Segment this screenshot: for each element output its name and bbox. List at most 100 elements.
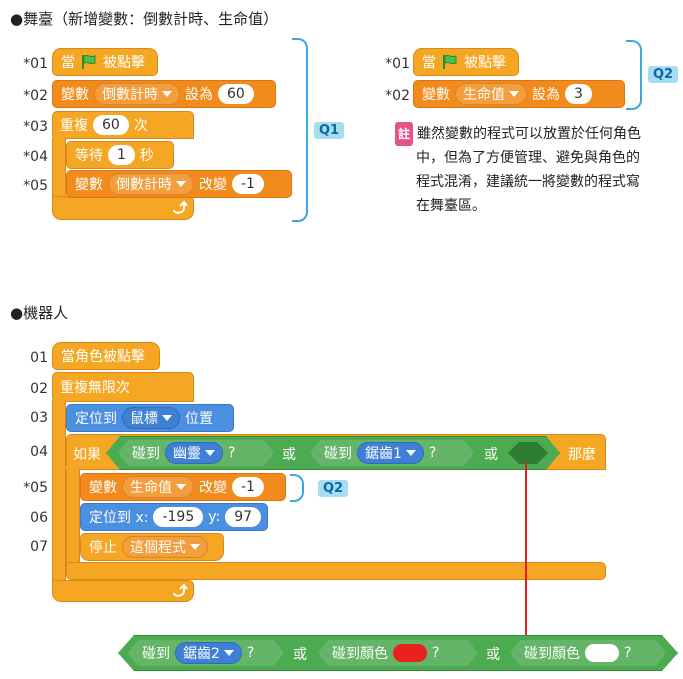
q2-bracket: [290, 474, 304, 502]
repeat-count-input[interactable]: 60: [93, 115, 129, 135]
chevron-down-icon: [205, 450, 215, 456]
q2-bracket: [626, 40, 642, 110]
question-mark: ?: [624, 645, 632, 661]
variable-label: 變數: [422, 87, 450, 103]
variable-dropdown[interactable]: 倒數計時: [94, 83, 180, 105]
touching-color-condition[interactable]: 碰到顏色 ?: [510, 640, 666, 666]
if-label: 如果: [73, 447, 101, 463]
forever-block[interactable]: [52, 372, 194, 402]
touching-color-condition[interactable]: 碰到顏色 ?: [318, 640, 478, 666]
variable-name: 生命值: [130, 480, 172, 496]
position-label: 位置: [185, 411, 213, 427]
goto-xy-block[interactable]: 定位到 x: -195 y: 97: [80, 503, 268, 531]
bullet-icon: ●: [10, 10, 24, 28]
question-mark: ?: [432, 645, 440, 661]
note-line: 雖然變數的程式可以放置於任何角色: [417, 126, 642, 142]
goto-block[interactable]: 定位到 鼠標 位置: [66, 404, 234, 432]
set-variable-block[interactable]: 變數 生命值 設為 3: [413, 80, 625, 108]
stop-block[interactable]: 停止 這個程式: [80, 533, 224, 561]
variable-label: 變數: [61, 87, 89, 103]
touching-color-label: 碰到顏色: [524, 646, 580, 662]
change-value-input[interactable]: -1: [232, 477, 264, 497]
x-input[interactable]: -195: [153, 507, 204, 527]
stage-heading: ●舞臺（新增變數：倒數計時、生命值）: [10, 10, 279, 28]
set-label: 設為: [185, 87, 213, 103]
wait-seconds-input[interactable]: 1: [108, 145, 135, 165]
stop-option-dropdown[interactable]: 這個程式: [122, 536, 208, 558]
variable-dropdown[interactable]: 生命值: [122, 476, 194, 498]
q2-label: Q2: [648, 66, 679, 83]
line-number: *02: [23, 88, 48, 104]
loop-arrow-icon: [173, 200, 188, 214]
clicked-label: 被點擊: [464, 55, 506, 71]
sprite-name: 幽靈: [173, 446, 201, 462]
chevron-down-icon: [406, 450, 416, 456]
seconds-label: 秒: [139, 148, 154, 164]
touching-label: 碰到: [324, 446, 352, 462]
note-tag: 註: [395, 122, 414, 146]
or-label: 或: [282, 447, 296, 463]
when-flag-clicked-block[interactable]: 當 被點擊: [413, 48, 519, 76]
change-value-input[interactable]: -1: [232, 174, 264, 194]
q1-bracket: [292, 38, 308, 222]
touching-label: 碰到: [142, 646, 170, 662]
if-block-foot: [66, 562, 606, 580]
stop-label: 停止: [89, 540, 117, 556]
note-line: 程式混淆，建議統一將變數的程式寫: [416, 174, 640, 190]
touching-color-label: 碰到顏色: [332, 646, 388, 662]
touching-sprite-condition[interactable]: 碰到 幽靈 ?: [118, 440, 274, 466]
when-flag-clicked-block[interactable]: 當 被點擊: [52, 48, 158, 76]
sprite-dropdown[interactable]: 鋸齒1: [357, 442, 424, 464]
loop-arrow-icon: [173, 583, 188, 597]
chevron-down-icon: [509, 91, 519, 97]
variable-name: 倒數計時: [116, 177, 172, 193]
or-label: 或: [293, 647, 307, 663]
white-color-swatch[interactable]: [585, 644, 619, 662]
note: 註雖然變數的程式可以放置於任何角色 中，但為了方便管理、避免與角色的 程式混淆，…: [395, 122, 680, 218]
variable-dropdown[interactable]: 生命值: [455, 83, 527, 105]
goto-x-label: 定位到 x:: [89, 510, 149, 526]
or-label: 或: [484, 447, 498, 463]
change-variable-block[interactable]: 變數 倒數計時 改變 -1: [66, 170, 292, 198]
forever-block-content: 重複無限次: [52, 373, 138, 401]
value-input[interactable]: 3: [565, 84, 592, 104]
line-number: 02: [30, 381, 48, 397]
touching-label: 碰到: [132, 446, 160, 462]
touching-sprite-condition[interactable]: 碰到 鋸齒2 ?: [128, 640, 284, 666]
repeat-block-side: [52, 137, 66, 197]
chevron-down-icon: [176, 181, 186, 187]
touching-sprite-condition[interactable]: 碰到 鋸齒1 ?: [310, 440, 474, 466]
or-label: 或: [486, 647, 500, 663]
wait-block[interactable]: 等待 1 秒: [66, 141, 174, 169]
set-variable-block[interactable]: 變數 倒數計時 設為 60: [52, 80, 276, 108]
change-label: 改變: [199, 177, 227, 193]
q1-label: Q1: [314, 122, 345, 139]
wait-label: 等待: [75, 148, 103, 164]
line-number: *05: [23, 480, 48, 496]
value-input[interactable]: 60: [218, 84, 254, 104]
line-number: *03: [23, 119, 48, 135]
change-variable-block[interactable]: 變數 生命值 改變 -1: [80, 473, 286, 501]
sprite-dropdown[interactable]: 鋸齒2: [175, 642, 242, 664]
set-label: 設為: [532, 87, 560, 103]
when-sprite-clicked-block[interactable]: 當角色被點擊: [52, 342, 160, 370]
connector-line: [525, 462, 527, 640]
target-dropdown[interactable]: 鼠標: [122, 407, 180, 429]
chevron-down-icon: [162, 415, 172, 421]
variable-dropdown[interactable]: 倒數計時: [108, 173, 194, 195]
sprite-dropdown[interactable]: 幽靈: [165, 442, 223, 464]
green-flag-icon: [82, 54, 96, 69]
line-number: 01: [30, 350, 48, 366]
repeat-block-content: 重複 60 次: [52, 111, 194, 139]
red-color-swatch[interactable]: [393, 644, 427, 662]
sprite-name: 鋸齒2: [183, 646, 220, 662]
y-label: y:: [208, 509, 221, 525]
times-label: 次: [133, 118, 148, 134]
line-number: *01: [385, 56, 410, 72]
forever-block-side: [52, 400, 66, 582]
empty-condition-slot[interactable]: [508, 442, 548, 464]
chevron-down-icon: [176, 484, 186, 490]
sprite-name: 鋸齒1: [365, 446, 402, 462]
y-input[interactable]: 97: [225, 507, 262, 527]
variable-name: 倒數計時: [102, 87, 158, 103]
